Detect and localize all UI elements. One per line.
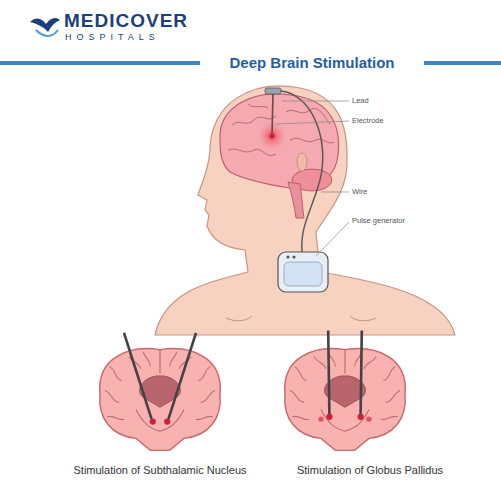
chest-line <box>226 316 376 321</box>
ear <box>297 153 307 171</box>
leader-line <box>316 222 349 256</box>
title-bar <box>424 61 501 65</box>
leader-line <box>276 121 349 124</box>
logo-icon <box>30 18 60 36</box>
caption: Stimulation of Subthalamic Nucleus <box>73 464 246 477</box>
part-label: Lead <box>352 97 369 106</box>
part-label: Wire <box>352 188 367 197</box>
generator-dot <box>292 255 295 258</box>
brain-section <box>100 333 221 451</box>
electrode-tip <box>270 134 275 139</box>
title: Deep Brain Stimulation <box>229 54 394 71</box>
wire <box>281 91 323 252</box>
part-label: Pulse generator <box>352 217 405 226</box>
logo-subtitle: HOSPITALS <box>65 32 160 42</box>
pulse-generator <box>278 252 328 292</box>
logo-wordmark: MEDICOVER <box>64 10 188 32</box>
title-bar <box>0 61 200 65</box>
body-outline <box>155 86 455 335</box>
part-label: Electrode <box>352 117 384 126</box>
leader-line <box>282 101 349 102</box>
burr-cap <box>265 88 281 94</box>
brainstem <box>288 182 304 218</box>
leader-line <box>321 192 349 193</box>
generator-panel <box>284 262 322 286</box>
generator-dot <box>286 255 289 258</box>
lead <box>272 93 273 136</box>
caption: Stimulation of Globus Pallidus <box>297 464 443 477</box>
brain-section <box>285 330 406 450</box>
